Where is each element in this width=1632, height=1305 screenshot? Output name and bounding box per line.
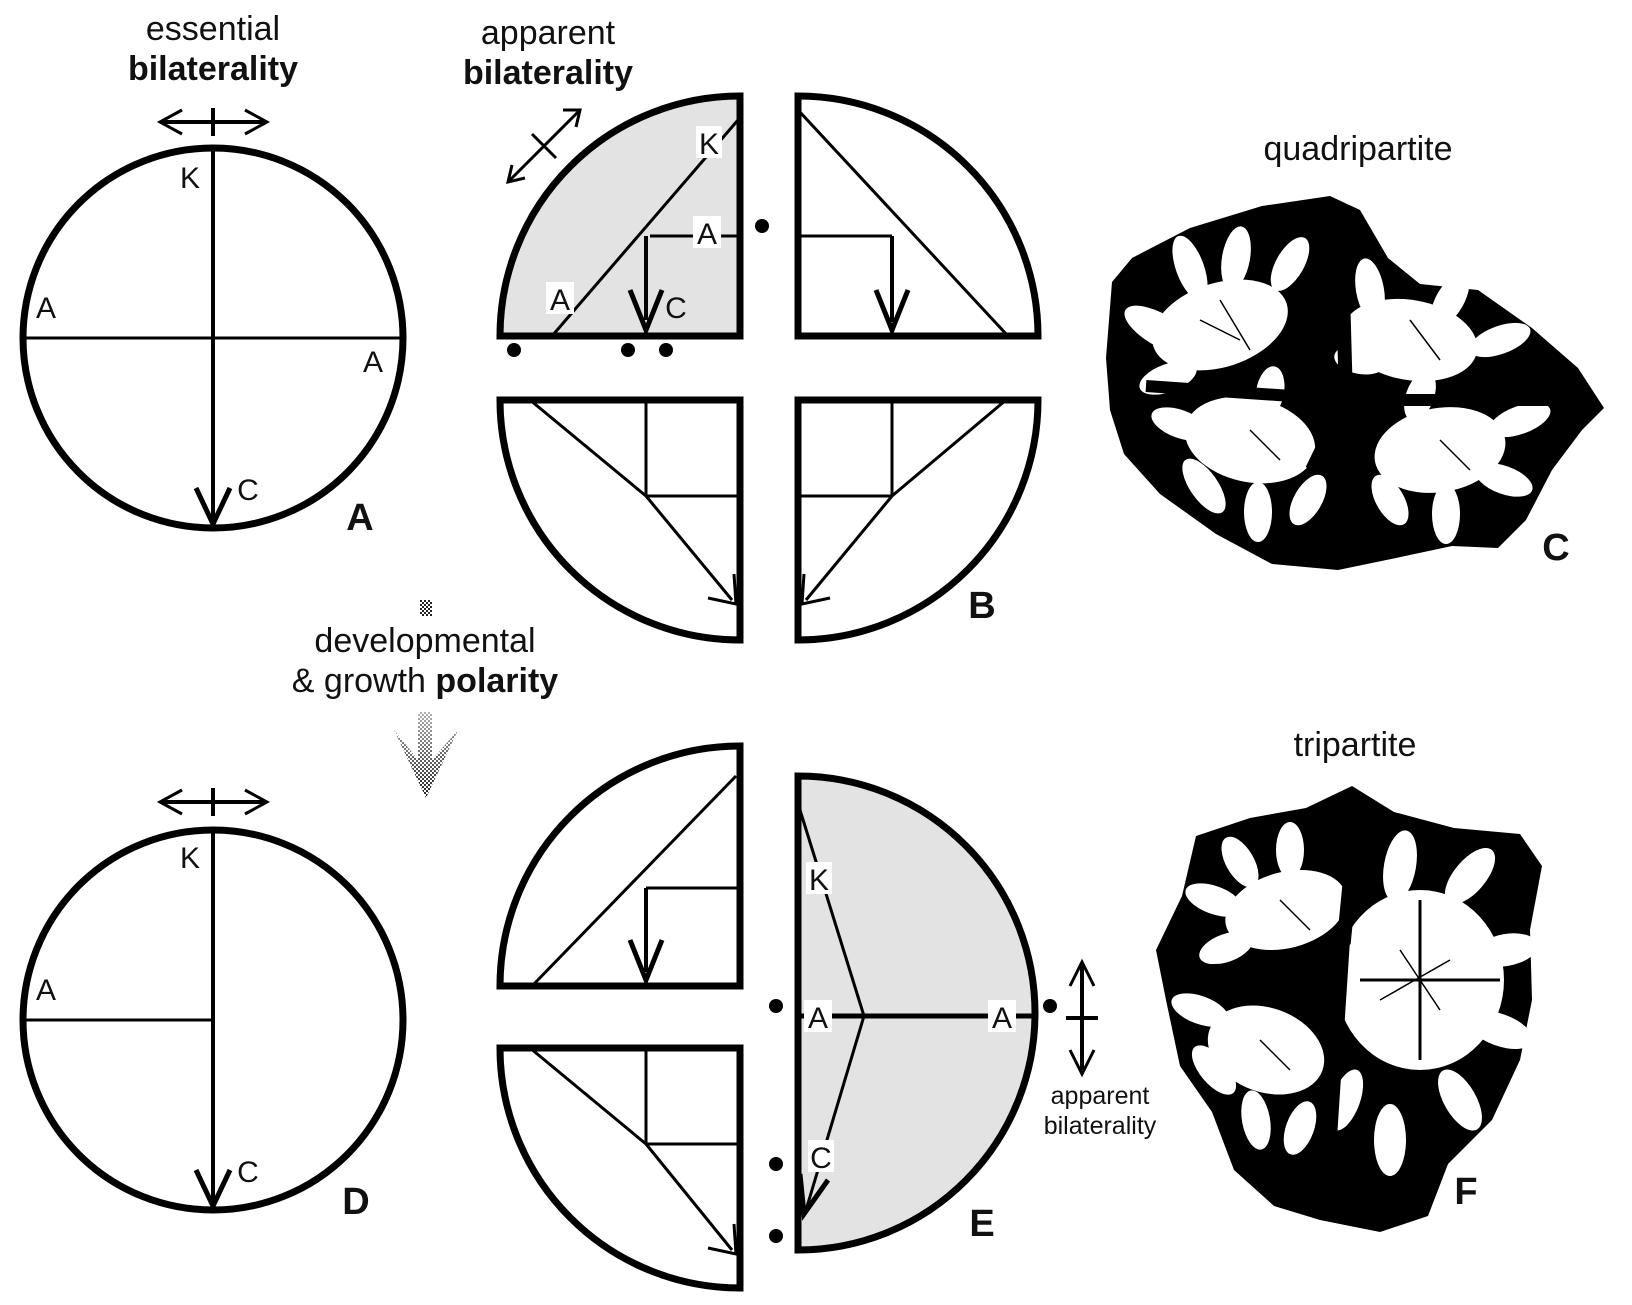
vertical-double-arrow-icon [1066, 958, 1098, 1078]
dot-marker [769, 999, 783, 1013]
panel-b-a-left-letter: A [550, 284, 570, 317]
arrow-down-right-icon [707, 573, 738, 606]
panel-a-a-right-letter: A [363, 346, 383, 379]
panel-d-label: D [342, 1181, 369, 1223]
bilaterality-label-b: bilaterality [463, 54, 633, 92]
panel-a-diagram [19, 144, 407, 532]
polarity-word: polarity [435, 662, 558, 700]
panel-e-c-letter: C [810, 1142, 832, 1175]
arrow-down-left-icon [800, 573, 831, 606]
apparent-small-label: apparent [1051, 1082, 1150, 1110]
panel-e-quadrant-top-left [496, 742, 744, 990]
polarity-down-arrow-icon [394, 712, 458, 798]
apparent-label: apparent [481, 14, 616, 52]
panel-b-quadrant-top-right [794, 92, 1042, 340]
panel-b-quadrant-top-left [496, 92, 744, 340]
panel-e-quadrant-bottom-left [496, 1044, 744, 1292]
growth-polarity-label: & growth polarity [292, 662, 559, 700]
panel-a-label: A [346, 497, 373, 539]
tripartite-specimen [1156, 786, 1542, 1232]
arrow-down-icon [797, 1173, 831, 1221]
bilaterality-label-a: bilaterality [128, 50, 298, 88]
panel-b-label: B [968, 585, 995, 627]
panel-e-a-left-letter: A [808, 1002, 828, 1035]
panel-e-half-disc [794, 772, 1039, 1254]
panel-b-a-right-letter: A [697, 218, 717, 251]
bilateral-double-arrow-icon [156, 788, 271, 816]
arrow-down-right-icon [707, 1223, 738, 1256]
dot-marker [507, 343, 521, 357]
arrow-down-icon [627, 939, 665, 987]
panel-b-k-letter: K [699, 128, 719, 161]
quadripartite-label: quadripartite [1263, 130, 1452, 168]
arrow-down-icon [627, 289, 665, 337]
panel-d-c-letter: C [237, 1156, 259, 1189]
panel-c-label: C [1542, 527, 1569, 569]
dot-marker [769, 1229, 783, 1243]
panel-a-k-letter: K [180, 162, 200, 195]
growth-prefix: & growth [292, 662, 436, 700]
panel-d-k-letter: K [180, 842, 200, 875]
arrow-down-icon [873, 289, 911, 337]
panel-e-k-letter: K [809, 864, 829, 897]
panel-b-quadrant-bottom-right [794, 396, 1042, 644]
dot-marker [1043, 999, 1057, 1013]
panel-e-a-right-letter: A [992, 1002, 1012, 1035]
bilaterality-small-label: bilaterality [1044, 1112, 1157, 1140]
panel-a-c-letter: C [237, 474, 259, 507]
panel-b-c-letter: C [665, 292, 687, 325]
panel-f-label: F [1454, 1171, 1477, 1213]
arrow-down-icon [193, 1168, 233, 1212]
dot-marker [621, 343, 635, 357]
essential-label: essential [146, 10, 280, 48]
panel-a-a-left-letter: A [36, 292, 56, 325]
dot-marker [755, 219, 769, 233]
checker-marker-icon [420, 600, 432, 616]
tripartite-label: tripartite [1294, 726, 1417, 764]
panel-b-quadrant-bottom-left [496, 396, 744, 644]
diagonal-double-arrow-icon [505, 108, 582, 185]
panel-d-diagram [19, 826, 407, 1214]
dot-marker [769, 1157, 783, 1171]
developmental-label: developmental [314, 622, 535, 660]
quadripartite-specimen [1106, 196, 1604, 570]
arrow-down-icon [193, 486, 233, 530]
panel-e-label: E [969, 1203, 994, 1245]
dot-marker [659, 343, 673, 357]
panel-d-a-letter: A [36, 974, 56, 1007]
bilateral-double-arrow-icon [156, 108, 271, 136]
